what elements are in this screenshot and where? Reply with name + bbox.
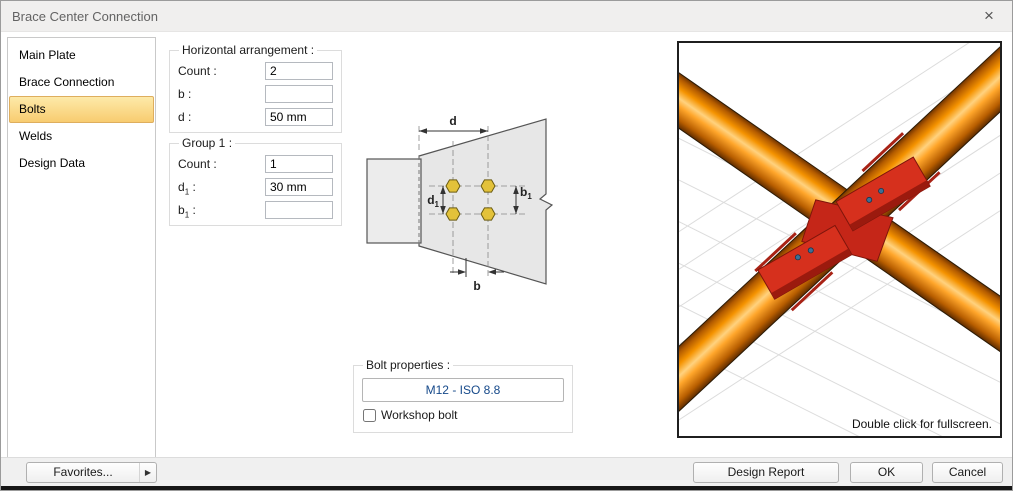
sidebar-item-brace-connection[interactable]: Brace Connection xyxy=(19,75,115,89)
favorites-button[interactable]: Favorites... ▶ xyxy=(26,462,157,483)
dim-d-label: d xyxy=(449,114,456,128)
lower-fin-plate xyxy=(757,224,853,300)
preview-bolt-heads xyxy=(794,187,885,261)
d-label: d : xyxy=(178,109,192,124)
title-bar: Brace Center Connection × xyxy=(1,1,1012,32)
d1-input[interactable] xyxy=(265,177,333,196)
field-row: Count : xyxy=(178,59,333,82)
bolt-properties-group: Bolt properties : M12 - ISO 8.8 Workshop… xyxy=(353,358,573,433)
horizontal-arrangement-title: Horizontal arrangement : xyxy=(182,43,315,57)
group1-group: Group 1 : Count : d1 : b1 : xyxy=(169,136,342,226)
bolt-properties-title: Bolt properties : xyxy=(366,358,451,372)
brace-plate-shape xyxy=(366,158,422,244)
bolt-arrangement-drawing: d b b1 d1 xyxy=(366,114,554,293)
favorites-label: Favorites... xyxy=(53,465,113,479)
window-bottom-edge xyxy=(1,486,1012,490)
workshop-bolt-row: Workshop bolt xyxy=(362,408,564,422)
b1-input[interactable] xyxy=(265,200,333,219)
bolt-arrangement-diagram: d b b1 d1 xyxy=(353,46,571,346)
preview-3d-panel[interactable]: Double click for fullscreen. xyxy=(677,41,1002,438)
b-input[interactable] xyxy=(265,84,333,103)
upper-fin-plate xyxy=(835,156,931,232)
count-input[interactable] xyxy=(265,61,333,80)
gusset-plate-shape xyxy=(418,118,554,285)
sidebar-item-welds[interactable]: Welds xyxy=(19,129,53,143)
sidebar-item-main-plate[interactable]: Main Plate xyxy=(19,48,76,62)
sidebar: Main Plate Brace Connection Bolts Welds … xyxy=(7,37,156,458)
group1-count-input[interactable] xyxy=(265,154,333,173)
workshop-bolt-checkbox[interactable] xyxy=(363,408,376,422)
d-input[interactable] xyxy=(265,107,333,126)
dim-b-label: b xyxy=(473,279,480,293)
field-row: d1 : xyxy=(178,175,333,198)
window-title: Brace Center Connection xyxy=(12,9,158,24)
dialog-client-area: Main Plate Brace Connection Bolts Welds … xyxy=(1,32,1012,459)
favorites-expand-icon[interactable]: ▶ xyxy=(139,463,156,482)
hex-bolt-icons xyxy=(445,179,496,221)
field-row: Count : xyxy=(178,152,333,175)
bolt-assembly-button[interactable]: M12 - ISO 8.8 xyxy=(362,378,564,402)
close-icon[interactable]: × xyxy=(984,6,994,25)
field-row: b1 : xyxy=(178,198,333,221)
horizontal-arrangement-group: Horizontal arrangement : Count : b : d : xyxy=(169,43,342,133)
group1-title: Group 1 : xyxy=(182,136,233,150)
d1-label: d1 : xyxy=(178,179,196,196)
footer-bar: Favorites... ▶ Design Report OK Cancel xyxy=(1,457,1012,486)
field-row: d : xyxy=(178,105,333,128)
preview-3d-render xyxy=(679,43,1000,436)
ok-button[interactable]: OK xyxy=(850,462,923,483)
group1-count-label: Count : xyxy=(178,156,217,171)
b1-label: b1 : xyxy=(178,202,196,219)
b-label: b : xyxy=(178,86,192,101)
workshop-bolt-label: Workshop bolt xyxy=(381,408,458,422)
dim-b1-label: b1 xyxy=(520,185,532,201)
dim-d1-label: d1 xyxy=(427,193,439,209)
design-report-button[interactable]: Design Report xyxy=(693,462,839,483)
fullscreen-hint-text: Double click for fullscreen. xyxy=(851,417,992,431)
sidebar-item-design-data[interactable]: Design Data xyxy=(19,156,86,170)
cancel-button[interactable]: Cancel xyxy=(932,462,1003,483)
sidebar-item-bolts[interactable]: Bolts xyxy=(9,96,154,123)
count-label: Count : xyxy=(178,63,217,78)
field-row: b : xyxy=(178,82,333,105)
